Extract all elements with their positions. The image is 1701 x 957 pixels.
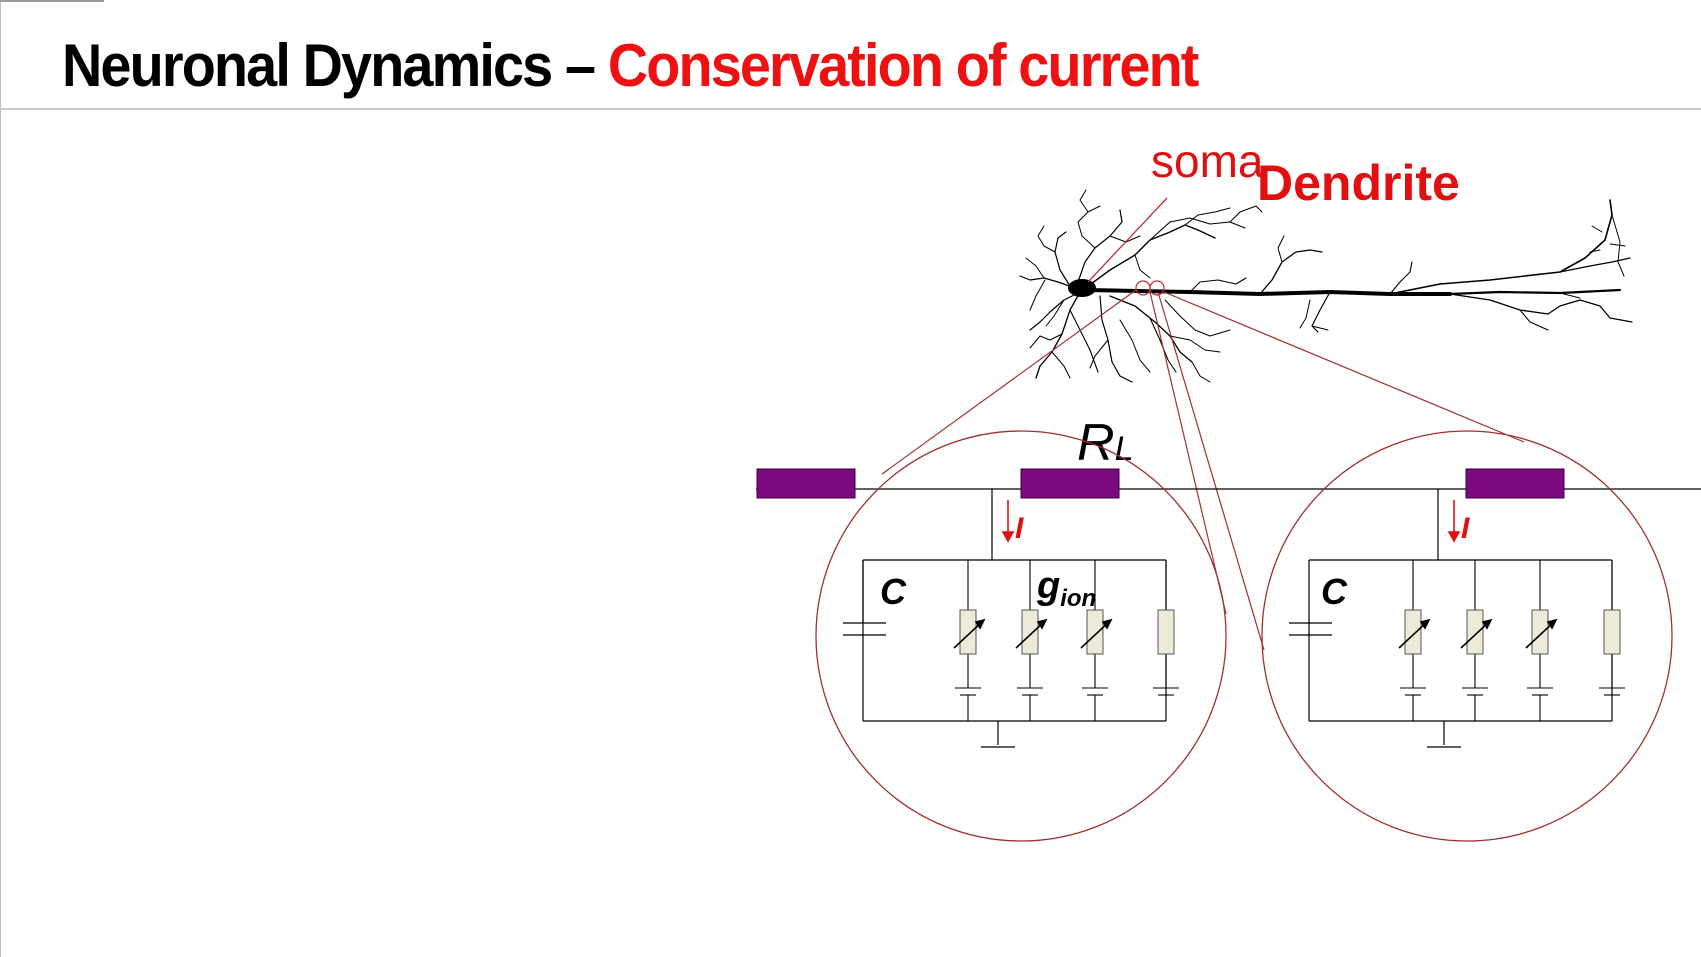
ion-channel-2a <box>1404 609 1422 655</box>
ion-channel-1a <box>959 609 977 655</box>
zoom-origin-b <box>1149 280 1165 296</box>
axial-resistance-sub: L <box>1115 430 1134 468</box>
compartment-2: I C <box>1261 430 1673 842</box>
capacitor-label-2: C <box>1321 571 1348 612</box>
slide-title: Neuronal Dynamics – Conservation of curr… <box>62 30 1200 102</box>
slide-top-stub <box>0 0 104 2</box>
cable-resistor-middle <box>1020 468 1120 499</box>
axial-resistance-label: RL <box>1077 414 1133 472</box>
capacitor-label-1: C <box>880 571 907 612</box>
soma-pointer <box>1087 197 1168 283</box>
zoom-circle-1 <box>815 430 1227 842</box>
cable-resistor-right <box>1465 468 1565 499</box>
ion-channel-2c <box>1531 609 1549 655</box>
axial-resistance-main: R <box>1077 414 1115 472</box>
cable-resistor-left <box>756 468 856 499</box>
ion-channel-1c <box>1086 609 1104 655</box>
soma-label: soma <box>1151 135 1264 187</box>
zoom-circle-2 <box>1261 430 1673 842</box>
leak-channel-2 <box>1603 609 1621 655</box>
neuron-drawing <box>1019 189 1633 383</box>
compartment-1: I C gion <box>815 430 1227 842</box>
current-label-2: I <box>1461 512 1470 545</box>
dendrite-label: Dendrite <box>1257 155 1460 211</box>
zoom-lines <box>881 289 1525 651</box>
title-rule <box>0 108 1701 110</box>
leak-channel-1 <box>1157 609 1175 655</box>
conductance-main: g <box>1036 565 1060 607</box>
ion-channel-1b <box>1021 609 1039 655</box>
ion-channel-2b <box>1466 609 1484 655</box>
soma-body <box>1068 279 1096 297</box>
current-label-1: I <box>1015 512 1024 545</box>
slide-left-border <box>0 0 1 957</box>
title-part-2: Conservation of current <box>607 32 1200 99</box>
conductance-label: gion <box>1036 565 1096 612</box>
conductance-sub: ion <box>1060 585 1096 612</box>
title-part-1: Neuronal Dynamics – <box>62 32 608 99</box>
